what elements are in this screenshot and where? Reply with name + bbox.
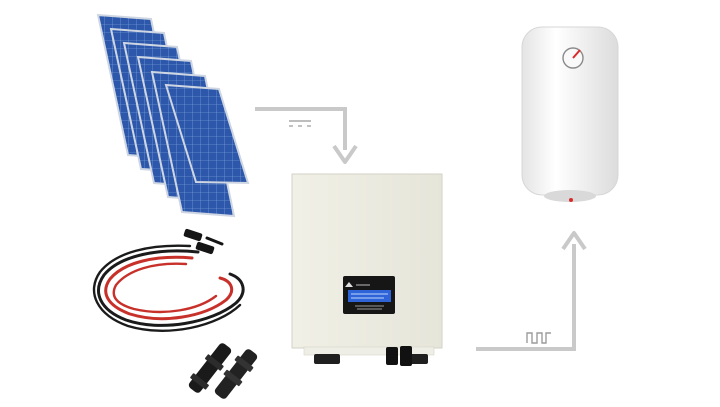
brand-logo-icon: [345, 282, 370, 287]
solar-panel: [164, 83, 250, 185]
display-caption-lines: [355, 305, 384, 310]
heater-indicator-light: [569, 198, 573, 202]
pulse-wave-symbol: [526, 332, 551, 344]
electric-water-heater-icon: [521, 26, 619, 202]
mc4-socket-icon: [386, 346, 412, 366]
controller-bottom-edge: [303, 346, 435, 356]
mc4-connector-pair-icon: [188, 343, 258, 399]
solar-panel-array-icon: [96, 13, 250, 218]
red-black-dc-cable-icon: [92, 228, 245, 332]
lcd-text-lines: [351, 293, 388, 299]
dc-flow-arrow: [255, 107, 358, 164]
solar-heating-controller-icon: [291, 173, 443, 366]
cable-mc4-plug-icon: [183, 228, 224, 255]
thermostat-dial-icon: [562, 47, 584, 69]
controller-left-cable-gland: [314, 354, 340, 364]
dc-symbol: [289, 120, 311, 127]
lcd-screen: [348, 290, 391, 302]
ac-flow-arrow: [476, 231, 587, 351]
